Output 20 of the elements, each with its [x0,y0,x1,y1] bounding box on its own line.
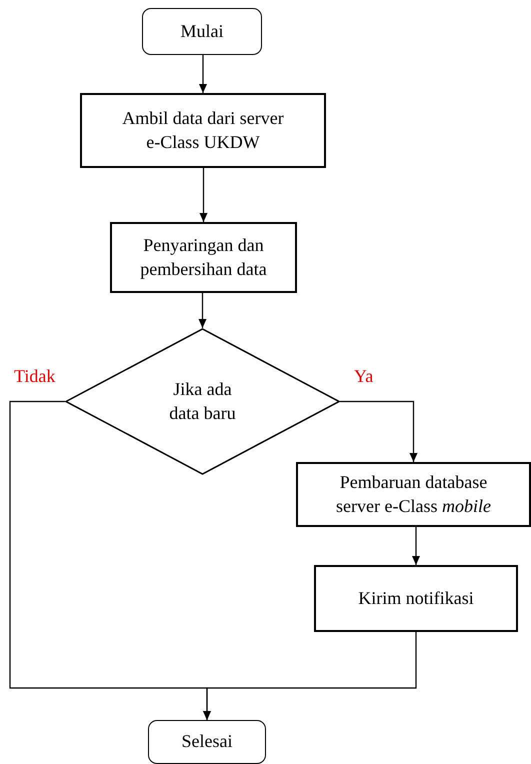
node-text: Pembaruan database server e-Class mobile [335,471,492,518]
terminator-box [142,8,262,55]
arrow [203,632,417,720]
terminator-box [148,720,266,764]
node-text: Penyaringan dan pembersihan data [139,234,268,281]
arrow [412,527,420,565]
process-box [296,462,531,527]
process-box [80,93,326,168]
node-text: Kirim notifikasi [358,586,474,610]
node-text: Selesai [182,730,232,754]
node-text: Jika ada data baru [168,378,237,424]
node-text: Ambil data dari server e-Class UKDW [121,107,285,154]
arrow [200,168,208,222]
arrow [199,55,207,93]
arrow [340,400,418,462]
arrow [198,293,206,328]
process-box [110,222,297,293]
decision-diamond [65,328,340,475]
process-box [314,565,518,632]
node-text: Mulai [180,20,224,43]
